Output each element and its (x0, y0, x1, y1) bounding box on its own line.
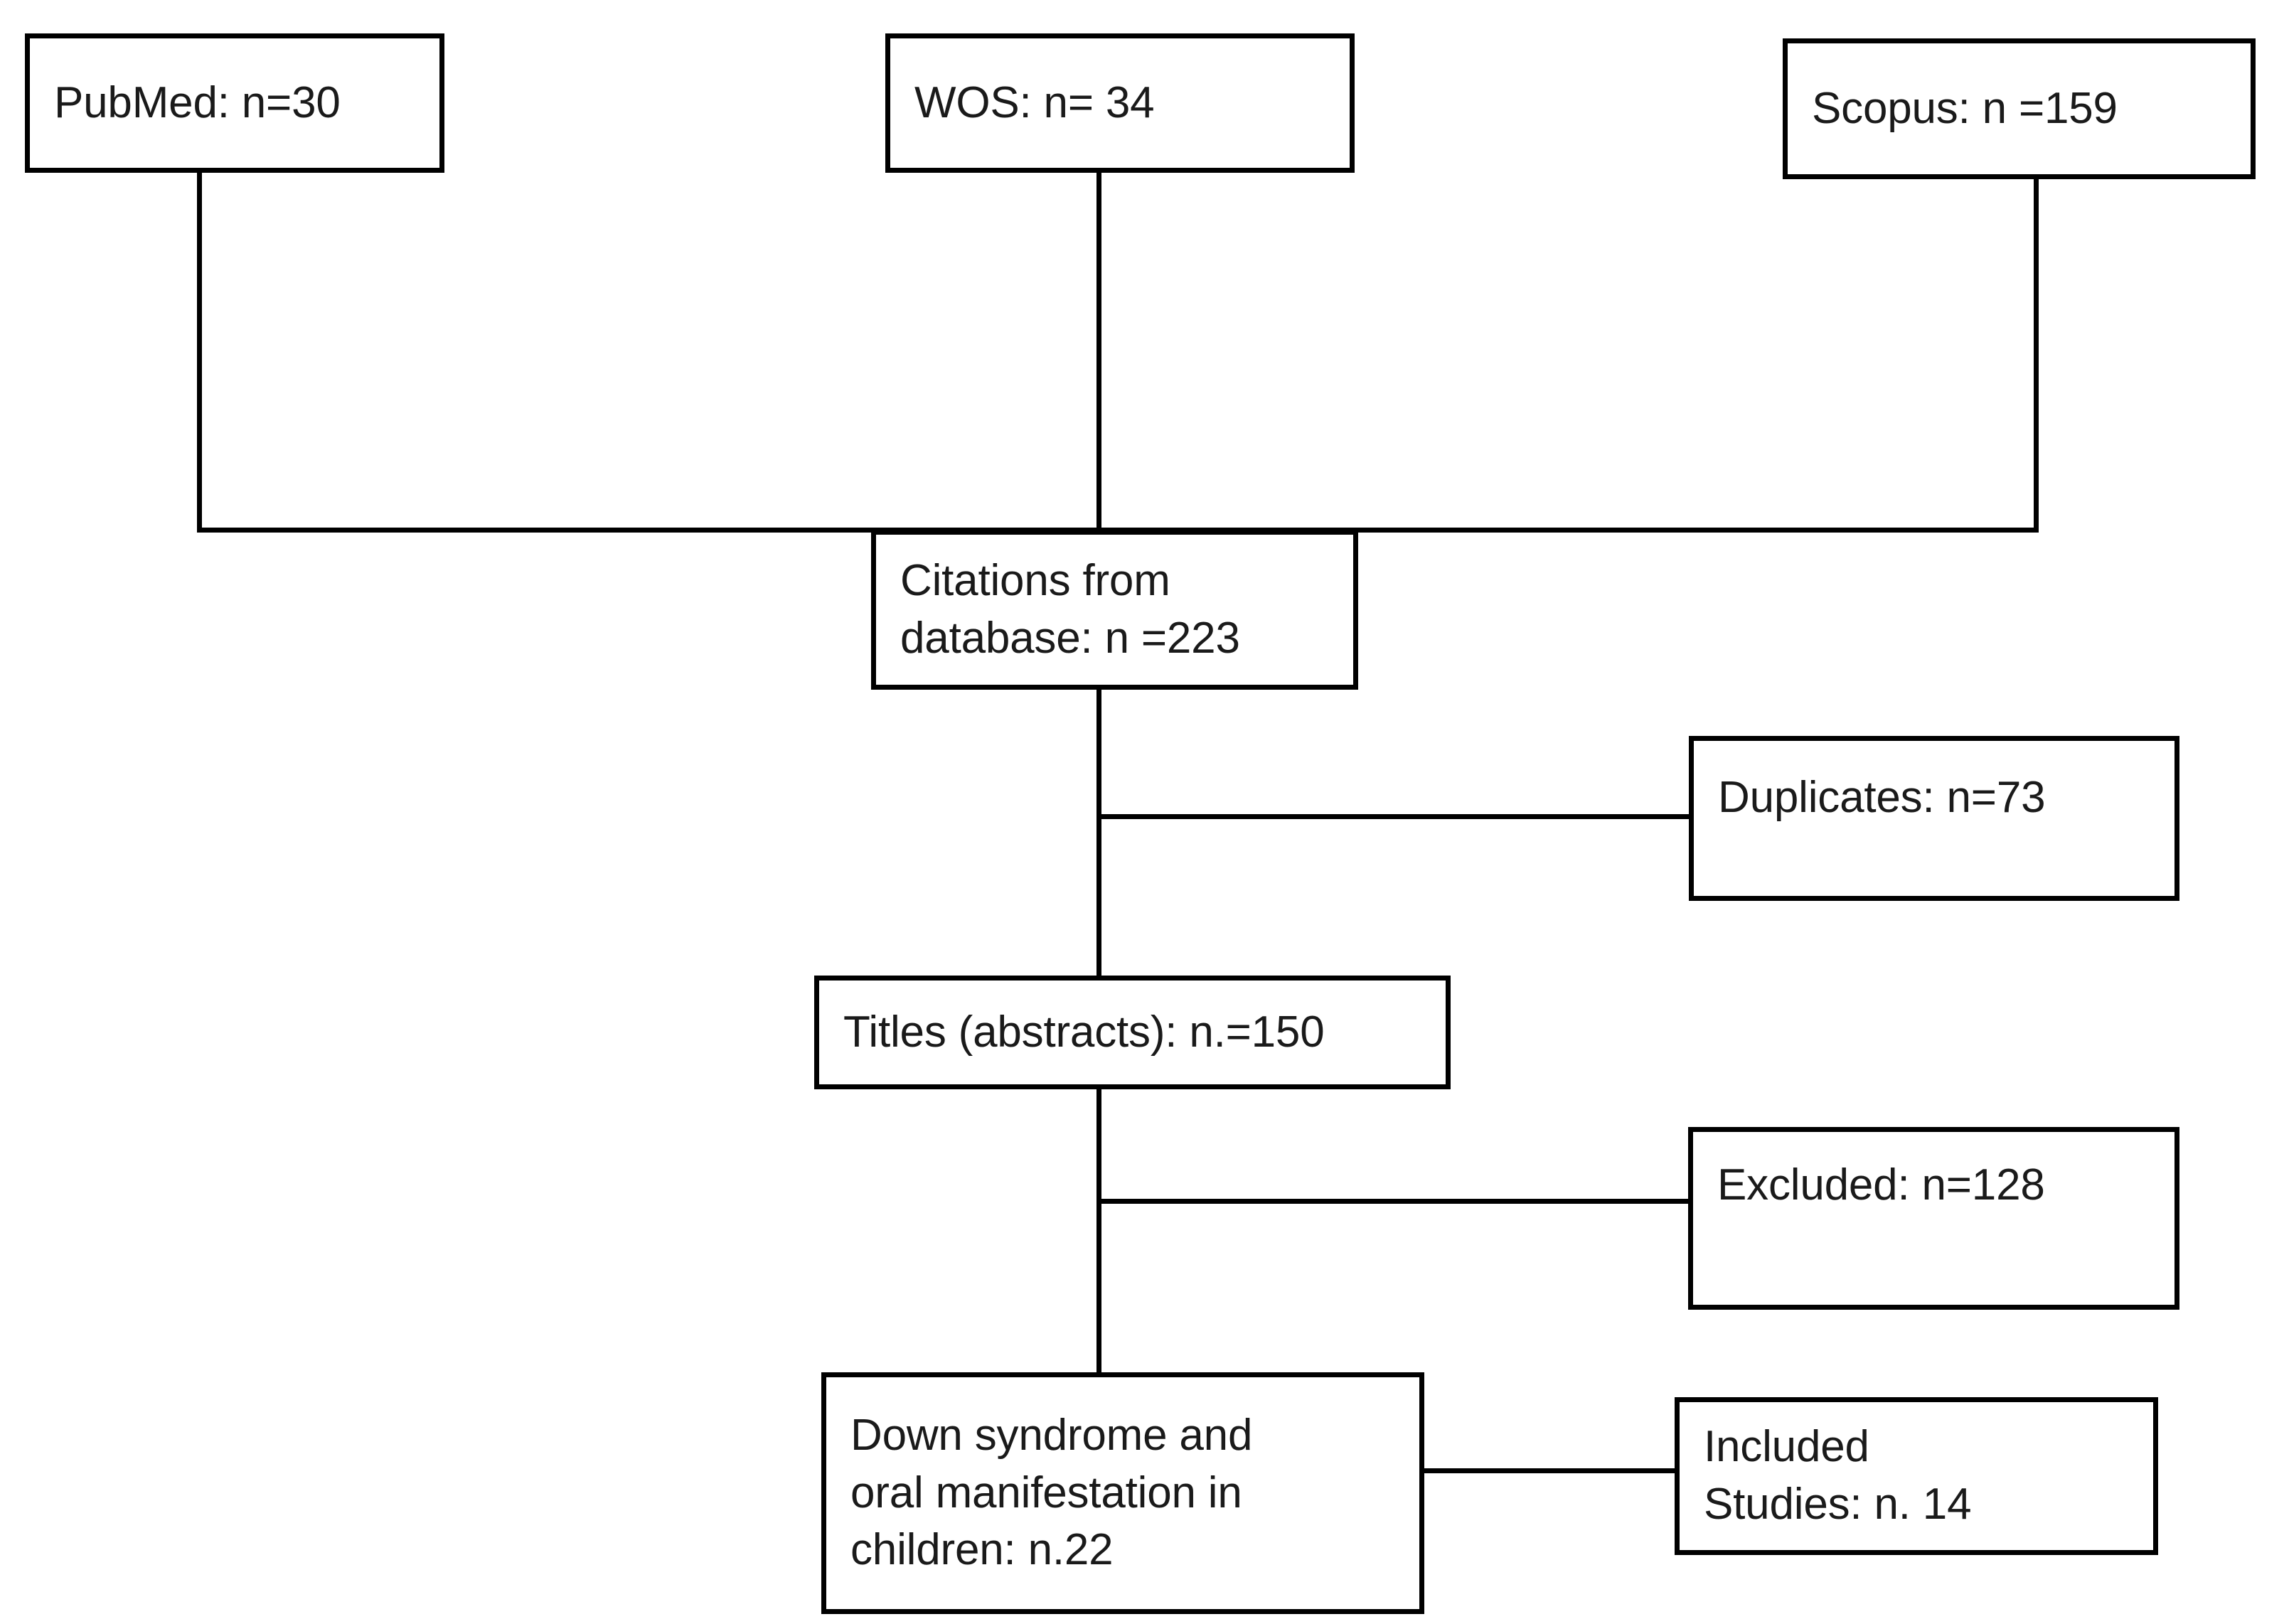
pubmed-source-box[interactable]: PubMed: n=30 (25, 33, 444, 173)
connector-scopus-stem (2034, 176, 2039, 532)
citations-from-database-box[interactable]: Citations from database: n =223 (871, 530, 1358, 690)
connector-citations-to-titles (1096, 683, 1101, 978)
citations-label-line2: database: n =223 (900, 613, 1240, 663)
connector-titles-to-excluded (1096, 1199, 1694, 1204)
duplicates-label: Duplicates: n=73 (1718, 772, 2046, 822)
downsyndrome-label-line2: oral manifestation in (850, 1468, 1242, 1517)
wos-source-box[interactable]: WOS: n= 34 (885, 33, 1355, 173)
included-label-line1: Included (1704, 1422, 1869, 1472)
excluded-box[interactable]: Excluded: n=128 (1688, 1127, 2179, 1310)
wos-label: WOS: n= 34 (914, 78, 1155, 127)
scopus-source-box[interactable]: Scopus: n =159 (1783, 38, 2256, 179)
connector-wos-stem (1096, 169, 1101, 532)
down-syndrome-oral-manifestation-box[interactable]: Down syndrome and oral manifestation in … (821, 1372, 1424, 1614)
pubmed-label: PubMed: n=30 (54, 78, 341, 127)
titles-label: Titles (abstracts): n.=150 (843, 1007, 1325, 1057)
connector-downsyndrome-to-included (1421, 1468, 1680, 1473)
downsyndrome-label-line1: Down syndrome and (850, 1411, 1253, 1460)
scopus-label: Scopus: n =159 (1812, 83, 2118, 133)
connector-citations-to-duplicates (1096, 814, 1694, 819)
included-label-line2: Studies: n. 14 (1704, 1480, 1972, 1529)
included-studies-box[interactable]: Included Studies: n. 14 (1675, 1397, 2158, 1555)
downsyndrome-label-line3: children: n.22 (850, 1525, 1114, 1575)
titles-abstracts-box[interactable]: Titles (abstracts): n.=150 (814, 976, 1451, 1089)
citations-label-line1: Citations from (900, 555, 1170, 605)
excluded-label: Excluded: n=128 (1717, 1160, 2045, 1210)
connector-pubmed-stem (197, 169, 202, 530)
duplicates-box[interactable]: Duplicates: n=73 (1689, 736, 2179, 901)
connector-titles-to-downsyndrome (1096, 1084, 1101, 1376)
